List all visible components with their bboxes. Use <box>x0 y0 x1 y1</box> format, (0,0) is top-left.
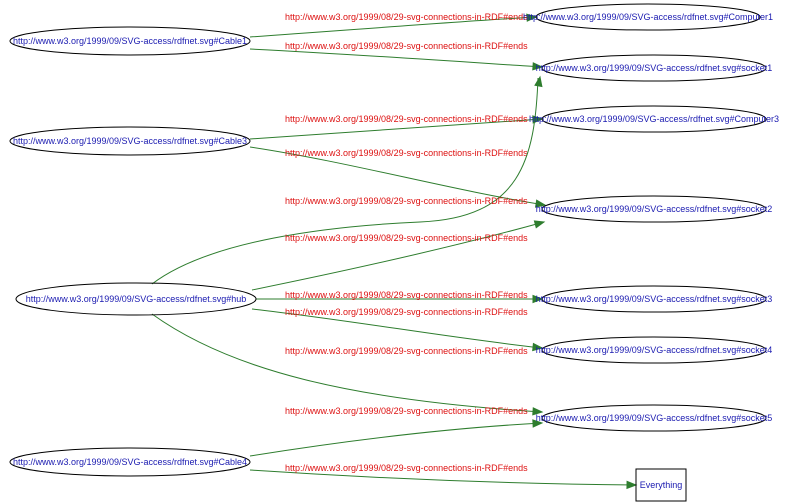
edge-label: http://www.w3.org/1999/08/29-svg-connect… <box>285 307 528 317</box>
node-cable4: http://www.w3.org/1999/09/SVG-access/rdf… <box>9 447 251 477</box>
node-label: http://www.w3.org/1999/09/SVG-access/rdf… <box>26 294 247 304</box>
edge-cable1-to-socket1: http://www.w3.org/1999/08/29-svg-connect… <box>249 41 544 71</box>
node-ellipse <box>541 285 767 313</box>
edge-cable3-to-socket2: http://www.w3.org/1999/08/29-svg-connect… <box>249 146 547 208</box>
edge-label: http://www.w3.org/1999/08/29-svg-connect… <box>285 148 528 158</box>
edge-line <box>249 118 543 140</box>
node-ellipse <box>15 282 257 316</box>
edge-line <box>151 77 539 285</box>
edge-line <box>249 48 543 68</box>
edge-hub-to-socket4: http://www.w3.org/1999/08/29-svg-connect… <box>251 307 544 352</box>
arrowhead-icon <box>526 13 538 22</box>
node-label: http://www.w3.org/1999/09/SVG-access/rdf… <box>536 63 773 73</box>
node-ellipse <box>541 54 767 82</box>
node-socket1: http://www.w3.org/1999/09/SVG-access/rdf… <box>536 54 773 82</box>
node-everything: Everything <box>635 468 687 502</box>
node-ellipse <box>541 195 767 223</box>
edge-label: http://www.w3.org/1999/08/29-svg-connect… <box>285 12 528 22</box>
edge-line <box>249 146 546 206</box>
node-label: http://www.w3.org/1999/09/SVG-access/rdf… <box>529 114 779 124</box>
edge-line <box>249 469 637 486</box>
node-label: http://www.w3.org/1999/09/SVG-access/rdf… <box>536 204 773 214</box>
arrowhead-icon <box>532 342 544 352</box>
arrowhead-icon <box>533 220 546 229</box>
edge-label: http://www.w3.org/1999/08/29-svg-connect… <box>285 41 528 51</box>
node-label: http://www.w3.org/1999/09/SVG-access/rdf… <box>536 294 773 304</box>
arrowhead-icon <box>534 75 543 88</box>
edge-hub-to-socket1: http://www.w3.org/1999/08/29-svg-connect… <box>151 75 543 285</box>
edge-label: http://www.w3.org/1999/08/29-svg-connect… <box>285 114 528 124</box>
edge-line <box>249 16 537 38</box>
edge-hub-to-socket3: http://www.w3.org/1999/08/29-svg-connect… <box>256 290 544 304</box>
node-ellipse <box>541 105 767 133</box>
node-ellipse <box>9 26 251 56</box>
edge-label: http://www.w3.org/1999/08/29-svg-connect… <box>285 290 528 300</box>
edge-cable4-to-socket5: http://www.w3.org/1999/08/29-svg-connect… <box>249 406 544 457</box>
node-label: http://www.w3.org/1999/09/SVG-access/rdf… <box>536 345 773 355</box>
edge-label: http://www.w3.org/1999/08/29-svg-connect… <box>285 463 528 473</box>
node-ellipse <box>9 126 251 156</box>
node-ellipse <box>541 404 767 432</box>
node-label: http://www.w3.org/1999/09/SVG-access/rdf… <box>13 136 247 146</box>
edge-line <box>151 313 543 413</box>
arrowhead-icon <box>532 294 544 304</box>
arrowhead-icon <box>534 199 547 208</box>
edge-line <box>249 422 543 457</box>
node-label: http://www.w3.org/1999/09/SVG-access/rdf… <box>13 457 247 467</box>
edge-cable3-to-computer3: http://www.w3.org/1999/08/29-svg-connect… <box>249 114 544 140</box>
node-socket3: http://www.w3.org/1999/09/SVG-access/rdf… <box>536 285 773 313</box>
arrowhead-icon <box>626 480 638 490</box>
node-socket5: http://www.w3.org/1999/09/SVG-access/rdf… <box>536 404 773 432</box>
node-computer3: http://www.w3.org/1999/09/SVG-access/rdf… <box>529 105 779 133</box>
arrowhead-icon <box>532 407 544 416</box>
node-ellipse <box>541 336 767 364</box>
edge-label: http://www.w3.org/1999/08/29-svg-connect… <box>285 406 528 416</box>
node-cable3: http://www.w3.org/1999/09/SVG-access/rdf… <box>9 126 251 156</box>
node-socket2: http://www.w3.org/1999/09/SVG-access/rdf… <box>536 195 773 223</box>
node-box <box>635 468 687 502</box>
node-hub: http://www.w3.org/1999/09/SVG-access/rdf… <box>15 282 257 316</box>
edges-layer: http://www.w3.org/1999/08/29-svg-connect… <box>151 12 638 490</box>
edge-line <box>251 221 545 291</box>
edge-label: http://www.w3.org/1999/08/29-svg-connect… <box>285 346 528 356</box>
node-ellipse <box>535 3 761 31</box>
edge-hub-to-socket2: http://www.w3.org/1999/08/29-svg-connect… <box>251 220 546 291</box>
edge-cable1-to-computer1: http://www.w3.org/1999/08/29-svg-connect… <box>249 12 538 38</box>
arrowhead-icon <box>532 62 544 71</box>
node-ellipse <box>9 447 251 477</box>
edge-line <box>251 308 543 349</box>
node-label: http://www.w3.org/1999/09/SVG-access/rdf… <box>523 12 773 22</box>
node-label: http://www.w3.org/1999/09/SVG-access/rdf… <box>536 413 773 423</box>
node-computer1: http://www.w3.org/1999/09/SVG-access/rdf… <box>523 3 773 31</box>
node-cable1: http://www.w3.org/1999/09/SVG-access/rdf… <box>9 26 251 56</box>
arrowhead-icon <box>532 419 544 428</box>
edge-hub-to-socket5: http://www.w3.org/1999/08/29-svg-connect… <box>151 313 544 416</box>
nodes-layer: http://www.w3.org/1999/09/SVG-access/rdf… <box>9 3 779 502</box>
edge-cable4-to-everything: http://www.w3.org/1999/08/29-svg-connect… <box>249 463 638 490</box>
edge-label: http://www.w3.org/1999/08/29-svg-connect… <box>285 233 528 243</box>
node-label: http://www.w3.org/1999/09/SVG-access/rdf… <box>13 36 247 46</box>
edge-label: http://www.w3.org/1999/08/29-svg-connect… <box>285 196 528 206</box>
node-socket4: http://www.w3.org/1999/09/SVG-access/rdf… <box>536 336 773 364</box>
node-label: Everything <box>640 480 683 490</box>
